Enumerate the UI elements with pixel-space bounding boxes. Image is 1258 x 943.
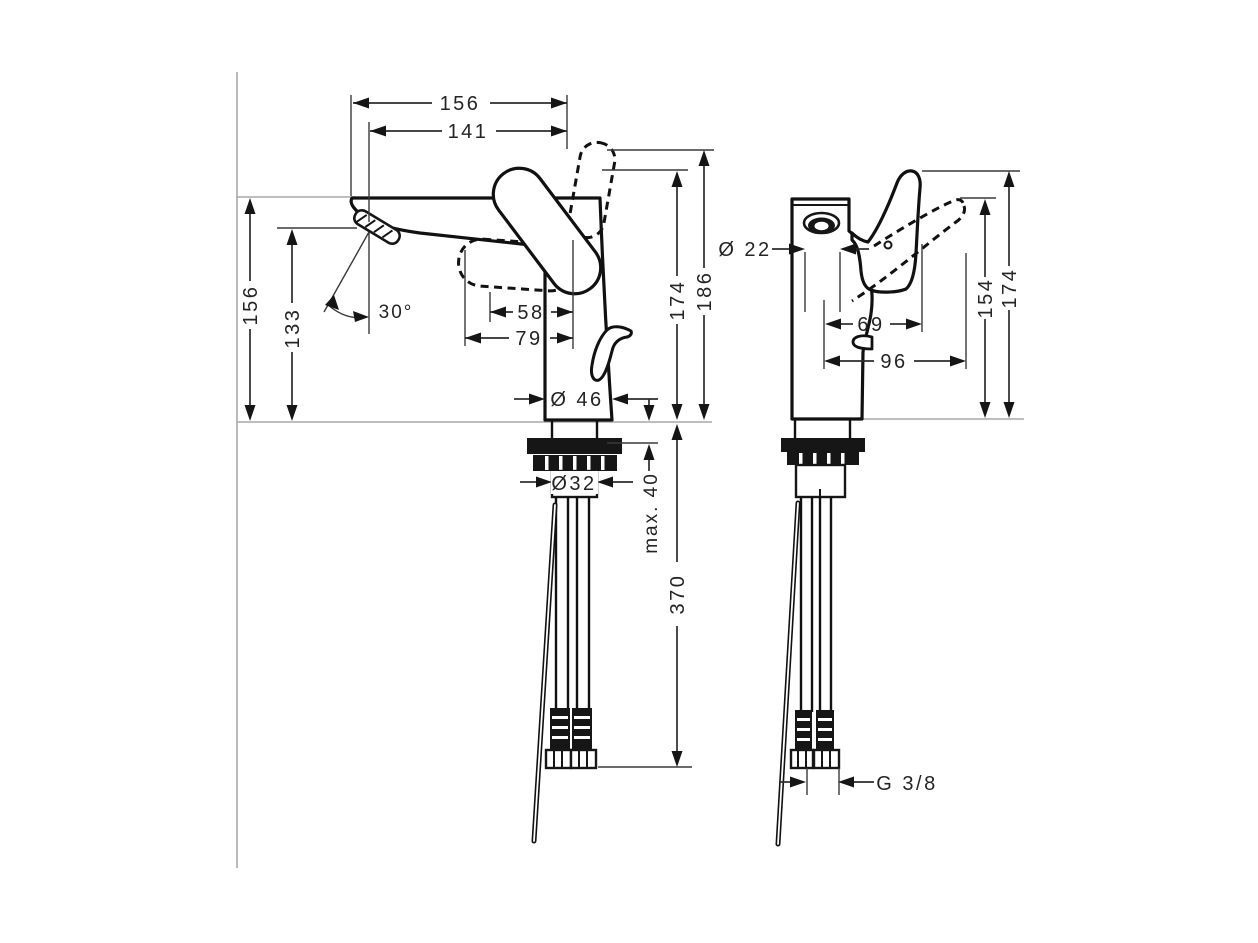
- front-view: [775, 169, 966, 847]
- dim-side-handle-offset-58: 58: [517, 302, 544, 324]
- dim-side-swivel-angle: 30°: [379, 302, 414, 323]
- handle-front-tilted-outline-lower: [851, 205, 966, 303]
- dim-side-total-height: 186: [694, 271, 716, 312]
- aerator-side: [353, 209, 401, 245]
- dimensions-side-view: 156 141 156 133 30° 58: [240, 93, 716, 768]
- dim-side-handle-height: 174: [667, 280, 689, 321]
- dim-front-spout-diameter: Ø 22: [718, 239, 771, 261]
- popup-lever-front: [851, 334, 874, 351]
- aerator-front: [802, 211, 841, 235]
- dim-side-aerator-height: 133: [282, 308, 304, 349]
- dim-front-total-height: 174: [999, 268, 1021, 309]
- handle-front-tilted-outline: [873, 198, 966, 248]
- dimensions-front-view: Ø 22 69 96 154 174 G 3/8: [718, 170, 1021, 795]
- popup-lever-side: [590, 325, 633, 382]
- dim-front-thread-size: G 3/8: [876, 773, 937, 795]
- dim-side-reach: 141: [448, 121, 489, 143]
- reference-lines: [236, 72, 1024, 868]
- handle-lowered-outline: [457, 237, 575, 293]
- dim-front-handle-offset-69: 69: [857, 314, 884, 336]
- handle-front: [850, 169, 922, 294]
- dim-side-shank-diameter: Ø32: [551, 473, 596, 495]
- dim-side-base-diameter: Ø 46: [550, 389, 603, 411]
- handle-raised-outline: [567, 140, 617, 240]
- dim-front-handle-height: 154: [975, 278, 997, 319]
- handle-side: [491, 166, 603, 296]
- handle-pivot-dot: [883, 240, 893, 250]
- dim-side-spout-height: 156: [240, 285, 262, 326]
- mounting-hardware-front: [775, 419, 865, 847]
- side-view: [349, 140, 633, 844]
- dim-front-handle-offset-96: 96: [880, 351, 907, 373]
- dim-side-max-counter-thickness: max. 40: [641, 472, 662, 554]
- dim-side-hose-length: 370: [667, 574, 689, 615]
- dim-side-total-projection: 156: [440, 93, 481, 115]
- dim-side-handle-offset-79: 79: [515, 328, 542, 350]
